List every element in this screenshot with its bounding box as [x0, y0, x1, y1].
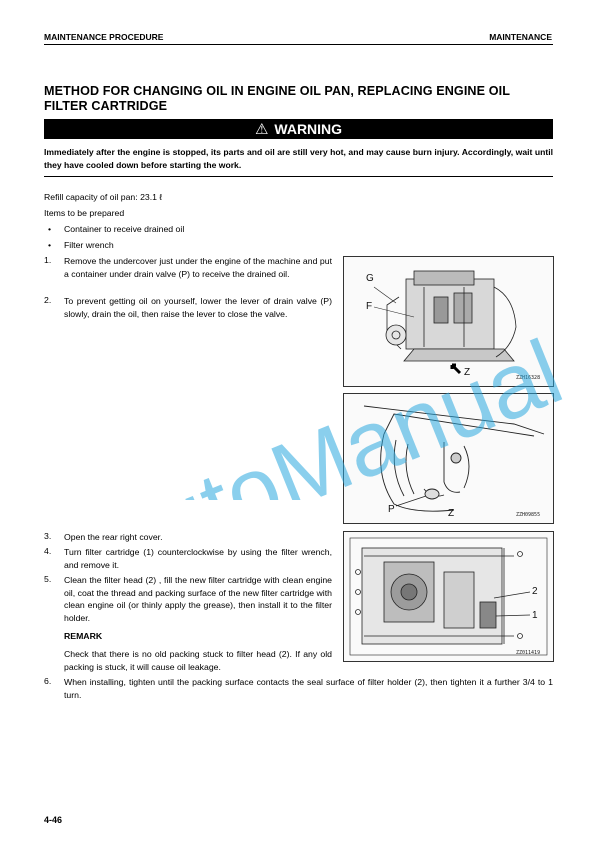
- leader-line: [395, 495, 427, 507]
- warning-text: Immediately after the engine is stopped,…: [44, 147, 553, 170]
- step-text: Turn filter cartridge (1) counterclockwi…: [64, 547, 332, 570]
- leader-line: [495, 614, 531, 617]
- filter-figure: 2 1 ZZ011419: [343, 531, 554, 662]
- figure-label-2: 2: [532, 586, 538, 597]
- warning-rule: [44, 176, 553, 177]
- figure-label-1: 1: [532, 610, 538, 621]
- bullet-icon: •: [48, 240, 52, 250]
- figure-label-g: G: [366, 273, 374, 284]
- step-number: 4.: [44, 546, 52, 556]
- figure-label-z: Z: [464, 367, 470, 378]
- page-number: 4-46: [44, 815, 63, 825]
- figure-label-z: Z: [448, 508, 454, 519]
- remark-text: Check that there is no old packing stuck…: [64, 649, 332, 672]
- page-title: METHOD FOR CHANGING OIL IN ENGINE OIL PA…: [44, 84, 510, 113]
- item-container: Container to receive drained oil: [64, 224, 185, 234]
- step-number: 6.: [44, 676, 52, 686]
- figure-label-p: P: [388, 504, 395, 515]
- refill-capacity: Refill capacity of oil pan: 23.1 ℓ: [44, 192, 163, 202]
- leader-line: [493, 591, 531, 599]
- step-text: When installing, tighten until the packi…: [64, 677, 553, 700]
- engine-figure: G F Z ZZH16328: [343, 256, 554, 387]
- running-header-chapter: MAINTENANCE: [489, 32, 552, 42]
- header-rule: [44, 44, 553, 45]
- arrow-icon: [450, 363, 462, 375]
- step-text: To prevent getting oil on yourself, lowe…: [64, 296, 332, 319]
- items-heading: Items to be prepared: [44, 208, 125, 218]
- remark-heading: REMARK: [64, 631, 103, 641]
- step-text: Clean the filter head (2) , fill the new…: [64, 575, 332, 623]
- step-text: Open the rear right cover.: [64, 532, 163, 542]
- step-number: 3.: [44, 531, 52, 541]
- step-number: 2.: [44, 295, 52, 305]
- oil-pan-figure: P Z ZZH09855: [343, 393, 554, 524]
- warning-label: WARNING: [274, 121, 343, 137]
- step-text: Remove the undercover just under the eng…: [64, 256, 332, 279]
- figure-code: ZZH09855: [516, 512, 540, 518]
- running-header-section: MAINTENANCE PROCEDURE: [44, 32, 164, 42]
- bullet-icon: •: [48, 224, 52, 234]
- item-filter-wrench: Filter wrench: [64, 240, 114, 250]
- step-number: 1.: [44, 255, 52, 265]
- step-number: 5.: [44, 574, 52, 584]
- figure-label-f: F: [366, 301, 372, 312]
- warning-banner: ⚠ WARNING: [44, 119, 553, 139]
- figure-code: ZZ011419: [516, 650, 540, 656]
- warning-triangle-icon: ⚠: [254, 121, 269, 138]
- figure-code: ZZH16328: [516, 375, 540, 381]
